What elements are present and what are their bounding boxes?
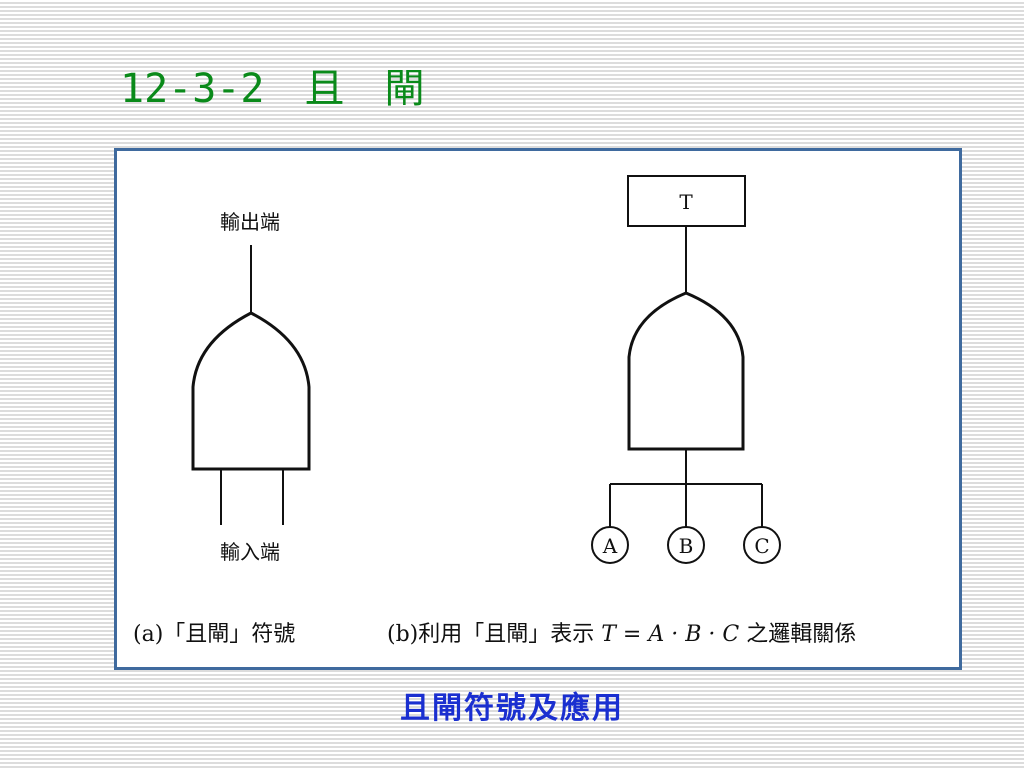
slide-title: 12-3-2 且 閘 [120, 66, 425, 112]
figure-b-caption-suffix: 之邏輯關係 [739, 622, 856, 647]
and-gate-symbol [191, 311, 311, 471]
input-event-c [743, 526, 781, 564]
input-event-b [667, 526, 705, 564]
and-gate-symbol-b [627, 291, 745, 451]
figure-frame: 輸出端 輸入端 T A B C (a)「且閘」符號 (b)利用「且閘 [114, 148, 962, 670]
top-event-label: T [679, 190, 693, 214]
output-label: 輸出端 [220, 210, 280, 234]
top-event-box [627, 175, 746, 227]
figure-b-caption-formula: T = A · B · C [601, 622, 739, 647]
and-gate-diagram: 輸出端 輸入端 T A B C (a)「且閘」符號 (b)利用「且閘 [133, 175, 856, 647]
input-label: 輸入端 [220, 540, 280, 564]
figure-a: 輸出端 輸入端 [191, 210, 311, 564]
figure-b-caption-prefix: (b)利用「且閘」表示 [387, 622, 601, 647]
input-event-c-label: C [754, 534, 769, 558]
input-event-a [591, 526, 629, 564]
input-event-b-label: B [679, 534, 694, 558]
figure-a-caption: (a)「且閘」符號 [133, 622, 295, 647]
figure-b-caption: (b)利用「且閘」表示 T = A · B · C 之邏輯關係 [387, 622, 856, 647]
input-event-a-label: A [602, 534, 618, 558]
slide-caption: 且閘符號及應用 [400, 691, 624, 726]
figure-b: T A B C [591, 175, 781, 564]
